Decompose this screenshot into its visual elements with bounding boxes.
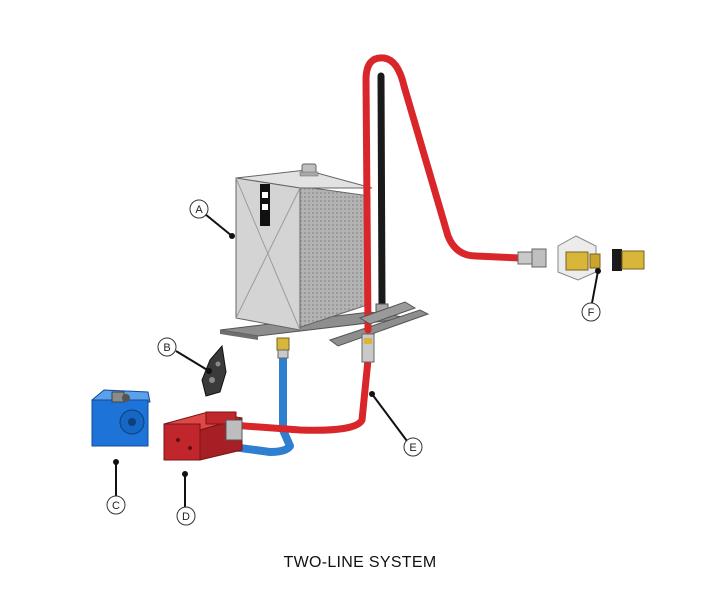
bracket-part [201, 344, 227, 397]
callout-e-label: E [409, 442, 416, 454]
pressure-line [214, 54, 524, 434]
callout-b: B [157, 337, 177, 357]
callout-c: C [106, 495, 126, 515]
hydraulic-motor [91, 389, 151, 447]
callout-e: E [403, 437, 423, 457]
hydraulic-pump [163, 411, 243, 461]
callout-d: D [176, 506, 196, 526]
callout-b-label: B [163, 342, 170, 354]
vent-tube [358, 72, 417, 325]
diagram-caption: TWO-LINE SYSTEM [283, 554, 437, 571]
callout-a: A [189, 199, 209, 219]
callout-a-label: A [195, 204, 203, 216]
callout-d-label: D [182, 511, 190, 523]
callout-dots [113, 233, 601, 477]
callout-f-label: F [588, 307, 595, 319]
callout-f: F [581, 302, 601, 322]
callout-leaders [115, 213, 599, 508]
quick-coupler [517, 235, 645, 281]
return-line [214, 337, 294, 456]
callout-c-label: C [112, 500, 120, 512]
mounting-bracket [328, 309, 430, 347]
